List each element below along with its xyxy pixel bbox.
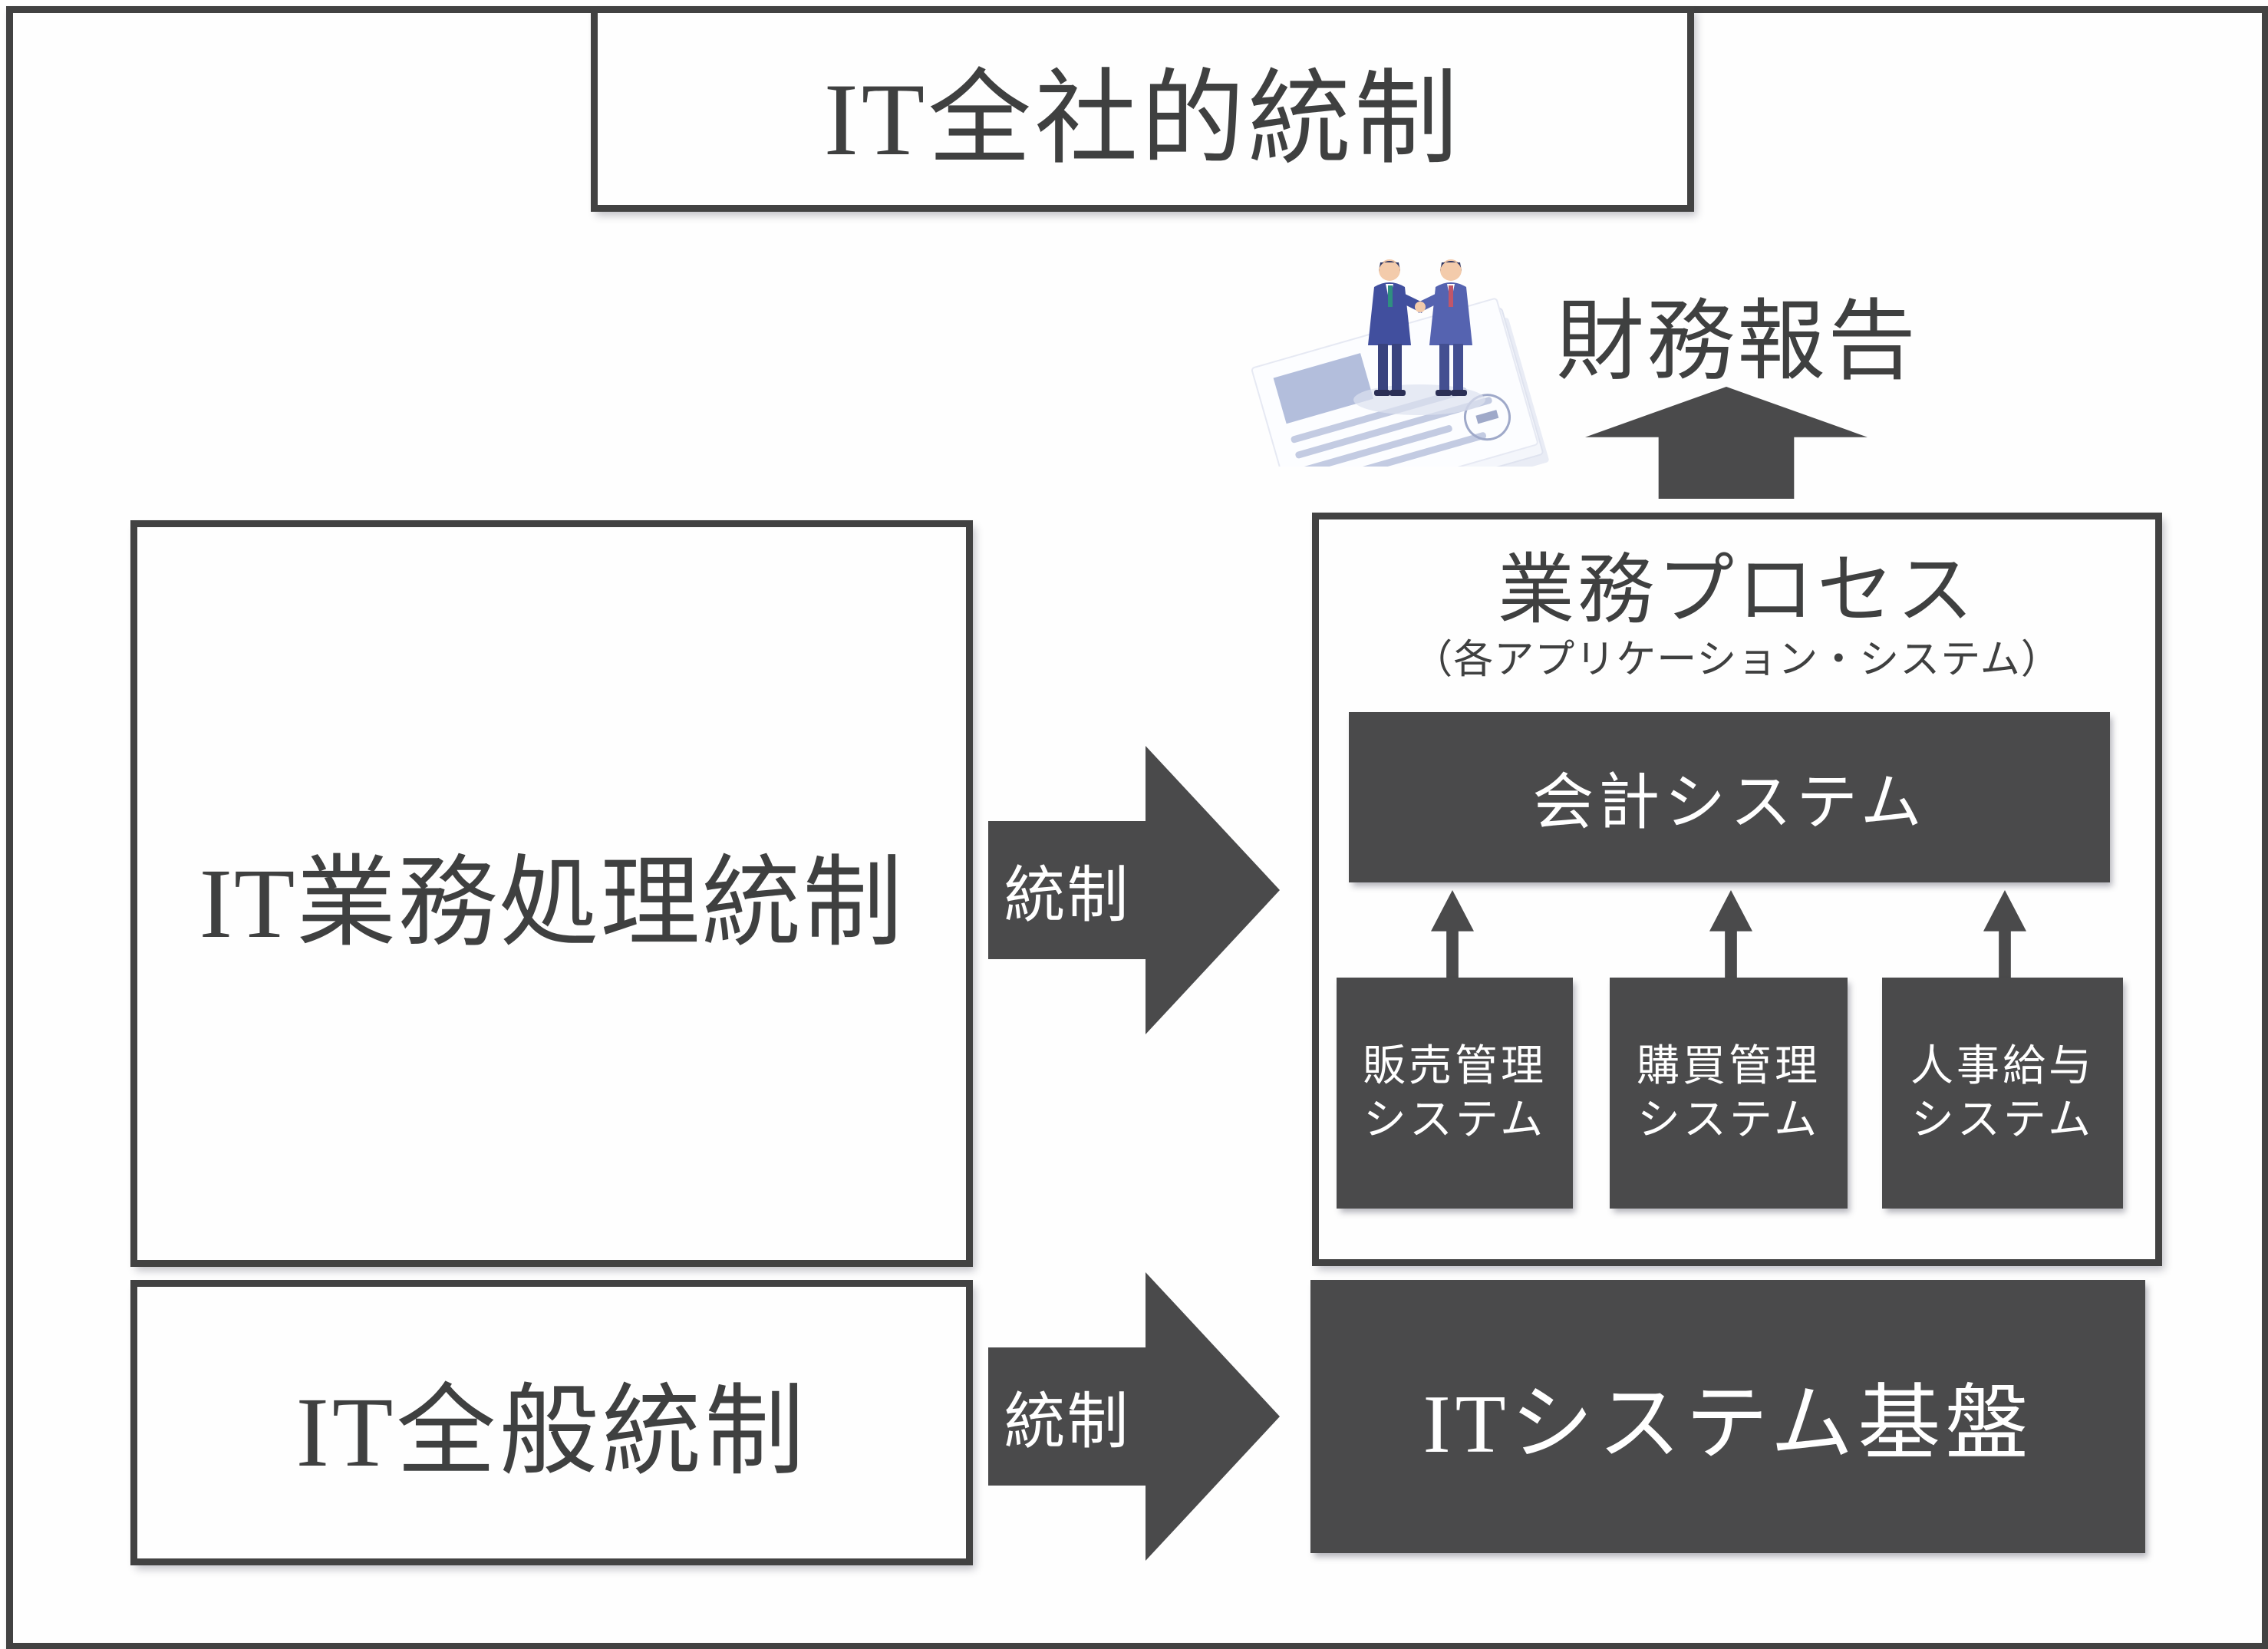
subsystem-label-line2: システム	[1910, 1096, 2095, 1144]
shadow	[1353, 384, 1485, 415]
subsystem-label-line1: 販売管理	[1363, 1042, 1547, 1090]
sales-management-system-box: 販売管理 システム	[1337, 978, 1573, 1209]
control-arrow-label: 統制	[1004, 1389, 1130, 1456]
hr-payroll-system-box: 人事給与 システム	[1882, 978, 2123, 1209]
handshake	[1415, 302, 1426, 312]
up-arrow-icon	[1431, 890, 1474, 978]
business-process-panel: 業務プロセス （各アプリケーション・システム） 会計システム 販売管理 システム…	[1312, 513, 2162, 1266]
accounting-system-label: 会計システム	[1532, 770, 1927, 837]
up-arrow-icon	[1709, 890, 1752, 978]
up-arrow-icon	[1983, 890, 2026, 978]
subsystem-label-line1: 購買管理	[1637, 1042, 1821, 1090]
subsystem-label-line1: 人事給与	[1910, 1042, 2095, 1090]
businessman-left	[1368, 259, 1426, 396]
it-infrastructure-box: ITシステム基盤	[1310, 1280, 2145, 1553]
financial-report-label: 財務報告	[1556, 293, 1919, 391]
it-infrastructure-label: ITシステム基盤	[1422, 1379, 2033, 1470]
control-arrow-top: 統制	[988, 729, 1280, 1051]
company-wide-control-box: IT全社的統制	[591, 6, 1694, 212]
it-process-control-box: IT業務処理統制	[130, 520, 973, 1267]
subsystem-label-line2: システム	[1363, 1096, 1547, 1144]
control-arrow-bottom: 統制	[988, 1255, 1280, 1578]
right-arrow-icon	[988, 1272, 1280, 1561]
purchasing-management-system-box: 購買管理 システム	[1610, 978, 1848, 1209]
company-wide-control-label: IT全社的統制	[823, 63, 1462, 177]
it-process-control-label: IT業務処理統制	[199, 848, 905, 959]
right-arrow-icon	[988, 746, 1280, 1034]
accounting-system-box: 会計システム	[1349, 712, 2110, 882]
handshake-documents-illustration	[1251, 259, 1549, 467]
control-arrow-label: 統制	[1004, 862, 1130, 930]
business-process-title: 業務プロセス	[1498, 548, 1976, 633]
business-process-subtitle: （各アプリケーション・システム）	[1413, 638, 2062, 682]
it-general-control-box: IT全般統制	[130, 1280, 973, 1565]
subsystem-label-line2: システム	[1637, 1096, 1821, 1144]
it-general-control-label: IT全般統制	[295, 1377, 808, 1488]
